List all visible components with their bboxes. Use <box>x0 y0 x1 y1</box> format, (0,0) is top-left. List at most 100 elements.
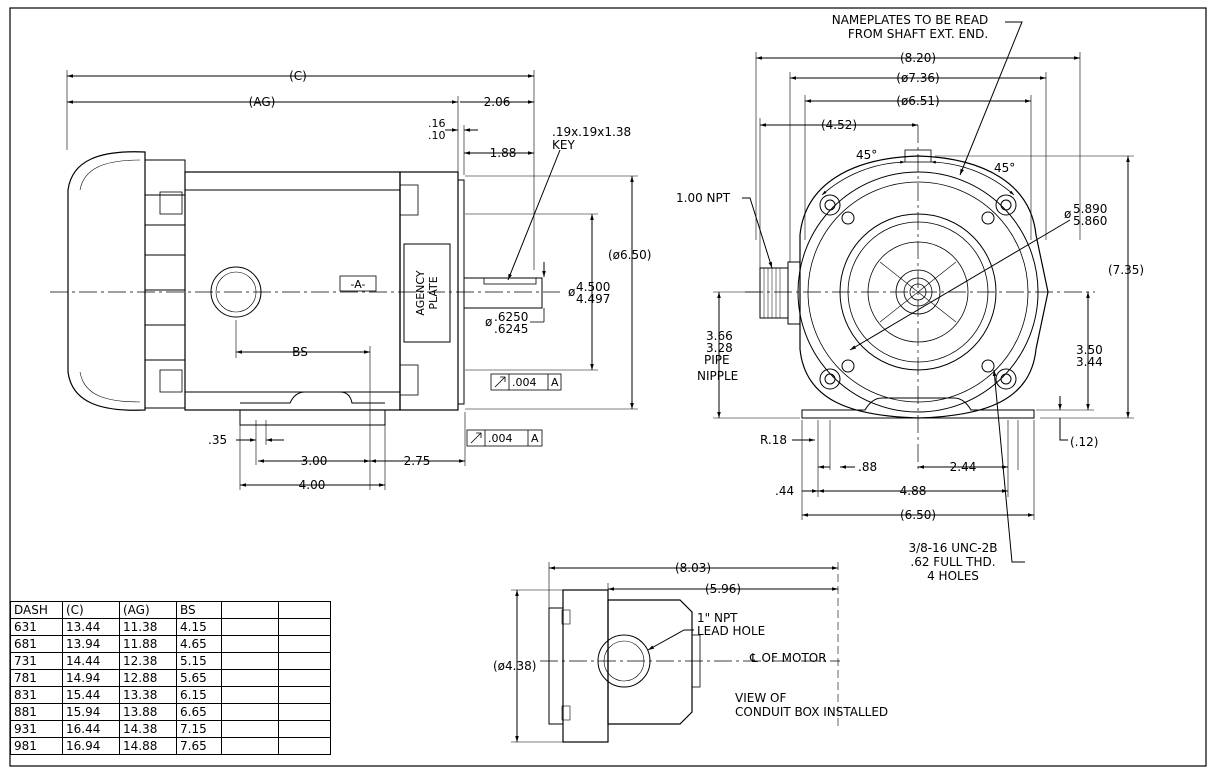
col-empty-2 <box>278 601 331 619</box>
agency-label-2: PLATE <box>427 276 440 309</box>
shaft <box>463 277 543 309</box>
table-cell: 6.65 <box>176 703 222 721</box>
nipple-3-28: 3.28 <box>706 341 733 355</box>
dim-c: (C) <box>289 69 307 83</box>
conduit-box <box>607 599 693 725</box>
table-cell: 12.38 <box>119 652 177 670</box>
table-cell: 14.44 <box>62 652 120 670</box>
nipple-3-66: 3.66 <box>706 329 733 343</box>
dim-8-03: (8.03) <box>675 561 711 575</box>
table-cell <box>221 635 279 653</box>
pilot-phi-end: ø <box>1064 207 1071 221</box>
table-cell: 881 <box>10 703 63 721</box>
agency-plate <box>403 243 451 343</box>
pilot-5-890: 5.890 <box>1073 202 1107 216</box>
table-cell: 13.88 <box>119 703 177 721</box>
dim-12: (.12) <box>1070 435 1098 449</box>
table-cell <box>278 669 331 687</box>
dim-16: .16 <box>428 117 446 130</box>
height-3-44: 3.44 <box>1076 355 1103 369</box>
lead-hole-label: LEAD HOLE <box>697 624 765 638</box>
table-cell: 781 <box>10 669 63 687</box>
table-cell: 7.15 <box>176 720 222 738</box>
table-header-row: DASH (C) (AG) BS <box>10 601 331 619</box>
dim-4-52: (4.52) <box>821 118 857 132</box>
table-cell <box>278 618 331 636</box>
radius-18: R.18 <box>760 433 787 447</box>
table-cell <box>221 652 279 670</box>
dim-44: .44 <box>775 484 794 498</box>
npt-label: 1.00 NPT <box>676 191 731 205</box>
dim-flange-dia: (ø6.50) <box>608 248 651 262</box>
runout-ref-1: A <box>551 376 559 389</box>
dim-4-00: 4.00 <box>299 478 326 492</box>
height-3-50: 3.50 <box>1076 343 1103 357</box>
key-label: KEY <box>552 138 575 152</box>
agency-label-1: AGENCY <box>414 270 427 316</box>
drawing-border <box>9 7 1207 767</box>
table-cell <box>221 703 279 721</box>
pilot-dia-min: 4.497 <box>576 292 610 306</box>
table-cell <box>221 737 279 755</box>
table-cell: 981 <box>10 737 63 755</box>
pilot-5-860: 5.860 <box>1073 214 1107 228</box>
table-cell: 7.65 <box>176 737 222 755</box>
table-cell <box>278 686 331 704</box>
table-cell: 631 <box>10 618 63 636</box>
table-cell <box>221 669 279 687</box>
table-cell: 931 <box>10 720 63 738</box>
table-cell <box>278 635 331 653</box>
runout-tol-2: .004 <box>488 432 513 445</box>
table-cell: 15.94 <box>62 703 120 721</box>
pilot-phi: ø <box>568 285 575 299</box>
table-cell <box>278 703 331 721</box>
shaft-dia-min: .6245 <box>494 322 528 336</box>
view-note-1: VIEW OF <box>735 691 786 705</box>
table-cell: 12.88 <box>119 669 177 687</box>
table-cell <box>221 720 279 738</box>
dim-35: .35 <box>208 433 227 447</box>
dim-2-44: 2.44 <box>950 460 977 474</box>
dim-5-96: (5.96) <box>705 582 741 596</box>
runout-tol-1: .004 <box>512 376 537 389</box>
nipple-pipe: PIPE <box>704 353 730 367</box>
dim-88: .88 <box>858 460 877 474</box>
table-cell <box>221 686 279 704</box>
table-cell: 13.38 <box>119 686 177 704</box>
angle-45-left: 45° <box>856 148 877 162</box>
table-cell <box>221 618 279 636</box>
dim-7-35: (7.35) <box>1108 263 1144 277</box>
shaft-phi: ø <box>485 315 492 329</box>
dim-1-88: 1.88 <box>490 146 517 160</box>
dim-ag: (AG) <box>249 95 276 109</box>
lead-hole <box>597 634 651 688</box>
lead-hole-size: 1" NPT <box>697 611 738 625</box>
side-view: (C) (AG) 2.06 .16 .10 1.88 .19x.19x1.38 … <box>50 69 651 492</box>
fan-cover <box>67 151 146 411</box>
key-size: .19x.19x1.38 <box>552 125 631 139</box>
table-cell: 681 <box>10 635 63 653</box>
table-cell: 5.15 <box>176 652 222 670</box>
thread-count: 4 HOLES <box>927 569 979 583</box>
thread-spec: 3/8-16 UNC-2B <box>908 541 997 555</box>
view-note-2: CONDUIT BOX INSTALLED <box>735 705 888 719</box>
col-empty-1 <box>221 601 279 619</box>
conduit-view: (8.03) (5.96) (ø4.38) 1" NPT LEAD HOLE ℄… <box>493 561 888 743</box>
motor-centerline-label: ℄ OF MOTOR <box>749 651 827 665</box>
table-cell: 4.65 <box>176 635 222 653</box>
table-cell: 4.15 <box>176 618 222 636</box>
col-c: (C) <box>62 601 120 619</box>
table-cell: 731 <box>10 652 63 670</box>
dim-4-38: (ø4.38) <box>493 659 536 673</box>
datum-a: -A- <box>351 278 366 291</box>
shaft-dia-max: .6250 <box>494 310 528 324</box>
thread-depth: .62 FULL THD. <box>910 555 995 569</box>
table-cell: 13.94 <box>62 635 120 653</box>
dim-4-88: 4.88 <box>900 484 927 498</box>
